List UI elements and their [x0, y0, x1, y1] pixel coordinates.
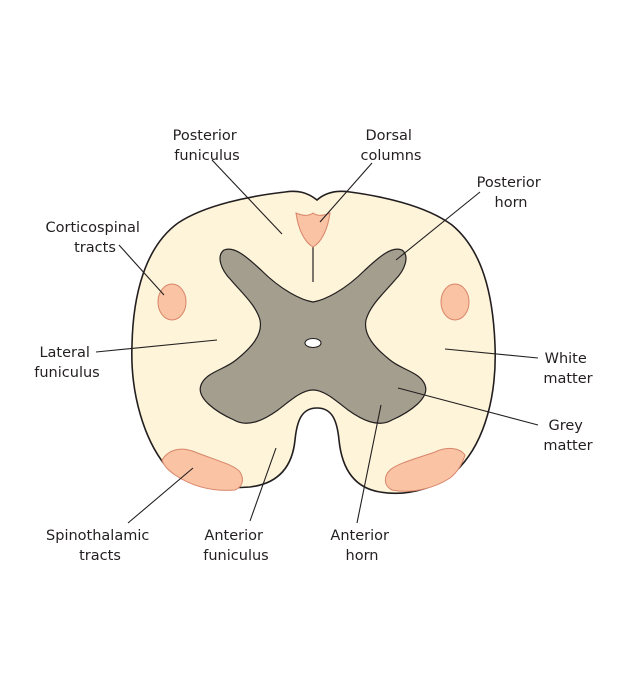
- spinothalamic-tract-right: [384, 447, 466, 492]
- label-dorsal-columns-line1: Dorsal: [365, 128, 411, 144]
- label-lateral-funiculus-line2: funiculus: [34, 365, 99, 381]
- label-anterior-horn-line2: horn: [346, 548, 379, 564]
- label-posterior-funiculus: Posterior funiculus: [173, 128, 242, 164]
- corticospinal-tract-right: [440, 283, 470, 321]
- leader-corticospinal-tracts: [118, 244, 165, 296]
- label-white-matter: White matter: [543, 351, 592, 387]
- spinothalamic-tract-left: [161, 448, 243, 491]
- central-canal: [304, 337, 322, 349]
- leader-posterior-funiculus: [211, 159, 283, 235]
- label-white-matter-line1: White: [545, 351, 587, 367]
- label-anterior-horn: Anterior horn: [330, 528, 393, 564]
- label-posterior-horn-line1: Posterior: [477, 175, 541, 191]
- label-corticospinal-tracts: Corticospinal tracts: [45, 220, 144, 256]
- label-dorsal-columns: Dorsal columns: [361, 128, 422, 164]
- corticospinal-tract-left: [157, 283, 187, 321]
- label-anterior-funiculus: Anterior funiculus: [203, 528, 268, 564]
- label-grey-matter: Grey matter: [543, 418, 592, 454]
- label-anterior-horn-line1: Anterior: [330, 528, 389, 544]
- dorsal-columns-region: [295, 212, 331, 248]
- label-spinothalamic-tracts-line1: Spinothalamic: [46, 528, 149, 544]
- label-white-matter-line2: matter: [543, 371, 592, 387]
- label-corticospinal-tracts-line2: tracts: [74, 240, 116, 256]
- label-posterior-horn-line2: horn: [495, 195, 528, 211]
- leader-anterior-funiculus: [249, 447, 277, 522]
- label-dorsal-columns-line2: columns: [361, 148, 422, 164]
- grey-matter-region: [199, 248, 427, 424]
- label-posterior-funiculus-line2: funiculus: [174, 148, 239, 164]
- label-lateral-funiculus: Lateral funiculus: [34, 345, 99, 381]
- leader-spinothalamic-tracts: [127, 467, 194, 524]
- label-grey-matter-line2: matter: [543, 438, 592, 454]
- label-corticospinal-tracts-line1: Corticospinal: [45, 220, 139, 236]
- leader-grey-matter: [397, 387, 539, 426]
- label-lateral-funiculus-line1: Lateral: [39, 345, 89, 361]
- label-posterior-funiculus-line1: Posterior: [173, 128, 237, 144]
- label-spinothalamic-tracts-line2: tracts: [79, 548, 121, 564]
- label-grey-matter-line1: Grey: [549, 418, 584, 434]
- leader-posterior-horn: [395, 191, 481, 261]
- leader-anterior-horn: [356, 404, 382, 524]
- leader-dorsal-columns: [319, 162, 373, 223]
- label-anterior-funiculus-line2: funiculus: [203, 548, 268, 564]
- label-spinothalamic-tracts: Spinothalamic tracts: [46, 528, 154, 564]
- label-posterior-horn: Posterior horn: [477, 175, 546, 211]
- label-anterior-funiculus-line1: Anterior: [204, 528, 263, 544]
- leader-white-matter: [444, 348, 539, 359]
- leader-lateral-funiculus: [95, 339, 218, 353]
